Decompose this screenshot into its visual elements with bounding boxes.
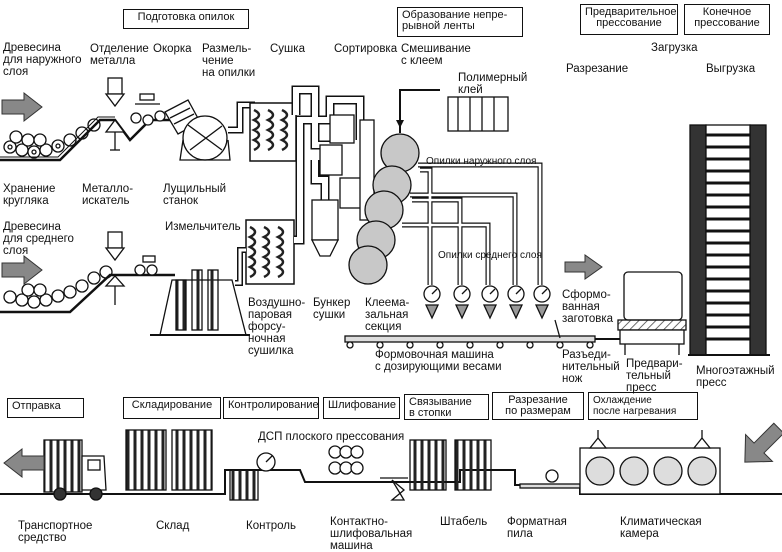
- label-pre-press: Предвари- тельный пресс: [626, 358, 683, 394]
- header-finalpress: Конечное прессование: [684, 4, 770, 35]
- warehouse-stacks: [125, 429, 213, 491]
- label-forming-machine: Формовочная машина с дозирующими весами: [375, 349, 502, 373]
- dryer-lower: [245, 219, 295, 285]
- label-metal-sep: Отделение металла: [90, 43, 149, 67]
- label-middle-chips: Опилки среднего слоя: [438, 250, 542, 261]
- label-formed-blank: Сформо- ванная заготовка: [562, 289, 614, 325]
- label-drying: Сушка: [270, 43, 305, 55]
- label-wood-middle: Древесина для среднего слоя: [3, 221, 74, 257]
- label-flat-board: ДСП плоского прессования: [258, 431, 405, 443]
- label-dry-bunker: Бункер сушки: [313, 297, 351, 321]
- header-cutting: Разрезание по размерам: [492, 392, 584, 420]
- header-storage: Складирование: [123, 397, 221, 419]
- label-crush: Размель- чение на опилки: [202, 43, 256, 79]
- label-transport: Транспортное средство: [18, 520, 93, 544]
- label-warehouse: Склад: [156, 520, 190, 532]
- return-arrow: [744, 422, 782, 463]
- label-unload: Выгрузка: [706, 63, 756, 75]
- label-metal-detector: Металло- искатель: [82, 183, 134, 207]
- label-glue-section: Клеема- зальная секция: [365, 297, 410, 333]
- label-control: Контроль: [246, 520, 296, 532]
- debarker: [130, 93, 166, 126]
- label-sander: Контактно- шлифовальная машина: [330, 516, 413, 552]
- crusher: [164, 99, 231, 161]
- label-cut: Разрезание: [566, 63, 629, 75]
- arrow-to-press: [564, 254, 603, 280]
- sander-machine: [328, 445, 408, 501]
- label-stack: Штабель: [440, 516, 488, 528]
- ship-arrow: [3, 447, 45, 479]
- shredder-machine: [150, 269, 250, 336]
- label-climate: Климатическая камера: [620, 516, 702, 540]
- header-forming: Образование непре- рывной ленты: [397, 7, 523, 37]
- sorting-bunkers: [310, 114, 375, 257]
- control-station: [229, 452, 276, 501]
- conveyor-outer-top: [0, 116, 115, 158]
- label-load: Загрузка: [651, 42, 698, 54]
- mixer-drums: [348, 133, 420, 285]
- polymer-glue-tank: [447, 96, 509, 132]
- multi-daylight-press: [688, 124, 770, 356]
- header-grinding: Шлифование: [323, 397, 400, 419]
- forming-belt: [344, 319, 620, 349]
- label-polymer: Полимерный клей: [458, 72, 528, 96]
- input-arrow-outer: [1, 91, 43, 123]
- format-saw: [519, 469, 581, 489]
- label-cut-knife: Разъеди- нительный нож: [562, 349, 620, 385]
- label-wood-outer: Древесина для наружного слоя: [3, 42, 82, 78]
- label-air-dryer: Воздушно- паровая форсу- ночная сушилка: [248, 297, 306, 357]
- header-control: Контролирование: [223, 397, 319, 419]
- header-stacking: Связывание в стопки: [404, 394, 489, 420]
- metal-separator-middle: [104, 231, 158, 305]
- header-prep: Подготовка опилок: [123, 9, 249, 29]
- stack-piles: [409, 439, 492, 491]
- label-shredder: Измельчитель: [165, 221, 241, 233]
- label-peeler: Лущильный станок: [163, 183, 227, 207]
- dosing-scales: [423, 285, 551, 320]
- truck: [43, 439, 107, 501]
- pre-press-machine: [617, 271, 687, 355]
- label-outer-chips: Опилки наружного слоя: [426, 156, 537, 167]
- glue-line: [399, 89, 440, 133]
- log-pile-outer: [3, 118, 101, 159]
- header-cooling: Охлаждение после нагревания: [588, 392, 698, 420]
- label-debark: Окорка: [153, 43, 192, 55]
- label-mixing: Смешивание с клеем: [401, 43, 471, 67]
- label-sorting: Сортировка: [334, 43, 398, 55]
- label-log-storage: Хранение кругляка: [3, 183, 56, 207]
- label-multi-press: Многоэтажный пресс: [696, 365, 775, 389]
- dryer-upper: [249, 102, 297, 162]
- label-format-saw: Форматная пила: [507, 516, 567, 540]
- input-arrow-middle: [1, 254, 43, 286]
- metal-separator: [104, 77, 126, 151]
- climate-chamber: [579, 430, 721, 495]
- header-shipping: Отправка: [7, 398, 84, 418]
- header-prepress: Предварительное прессование: [580, 4, 678, 35]
